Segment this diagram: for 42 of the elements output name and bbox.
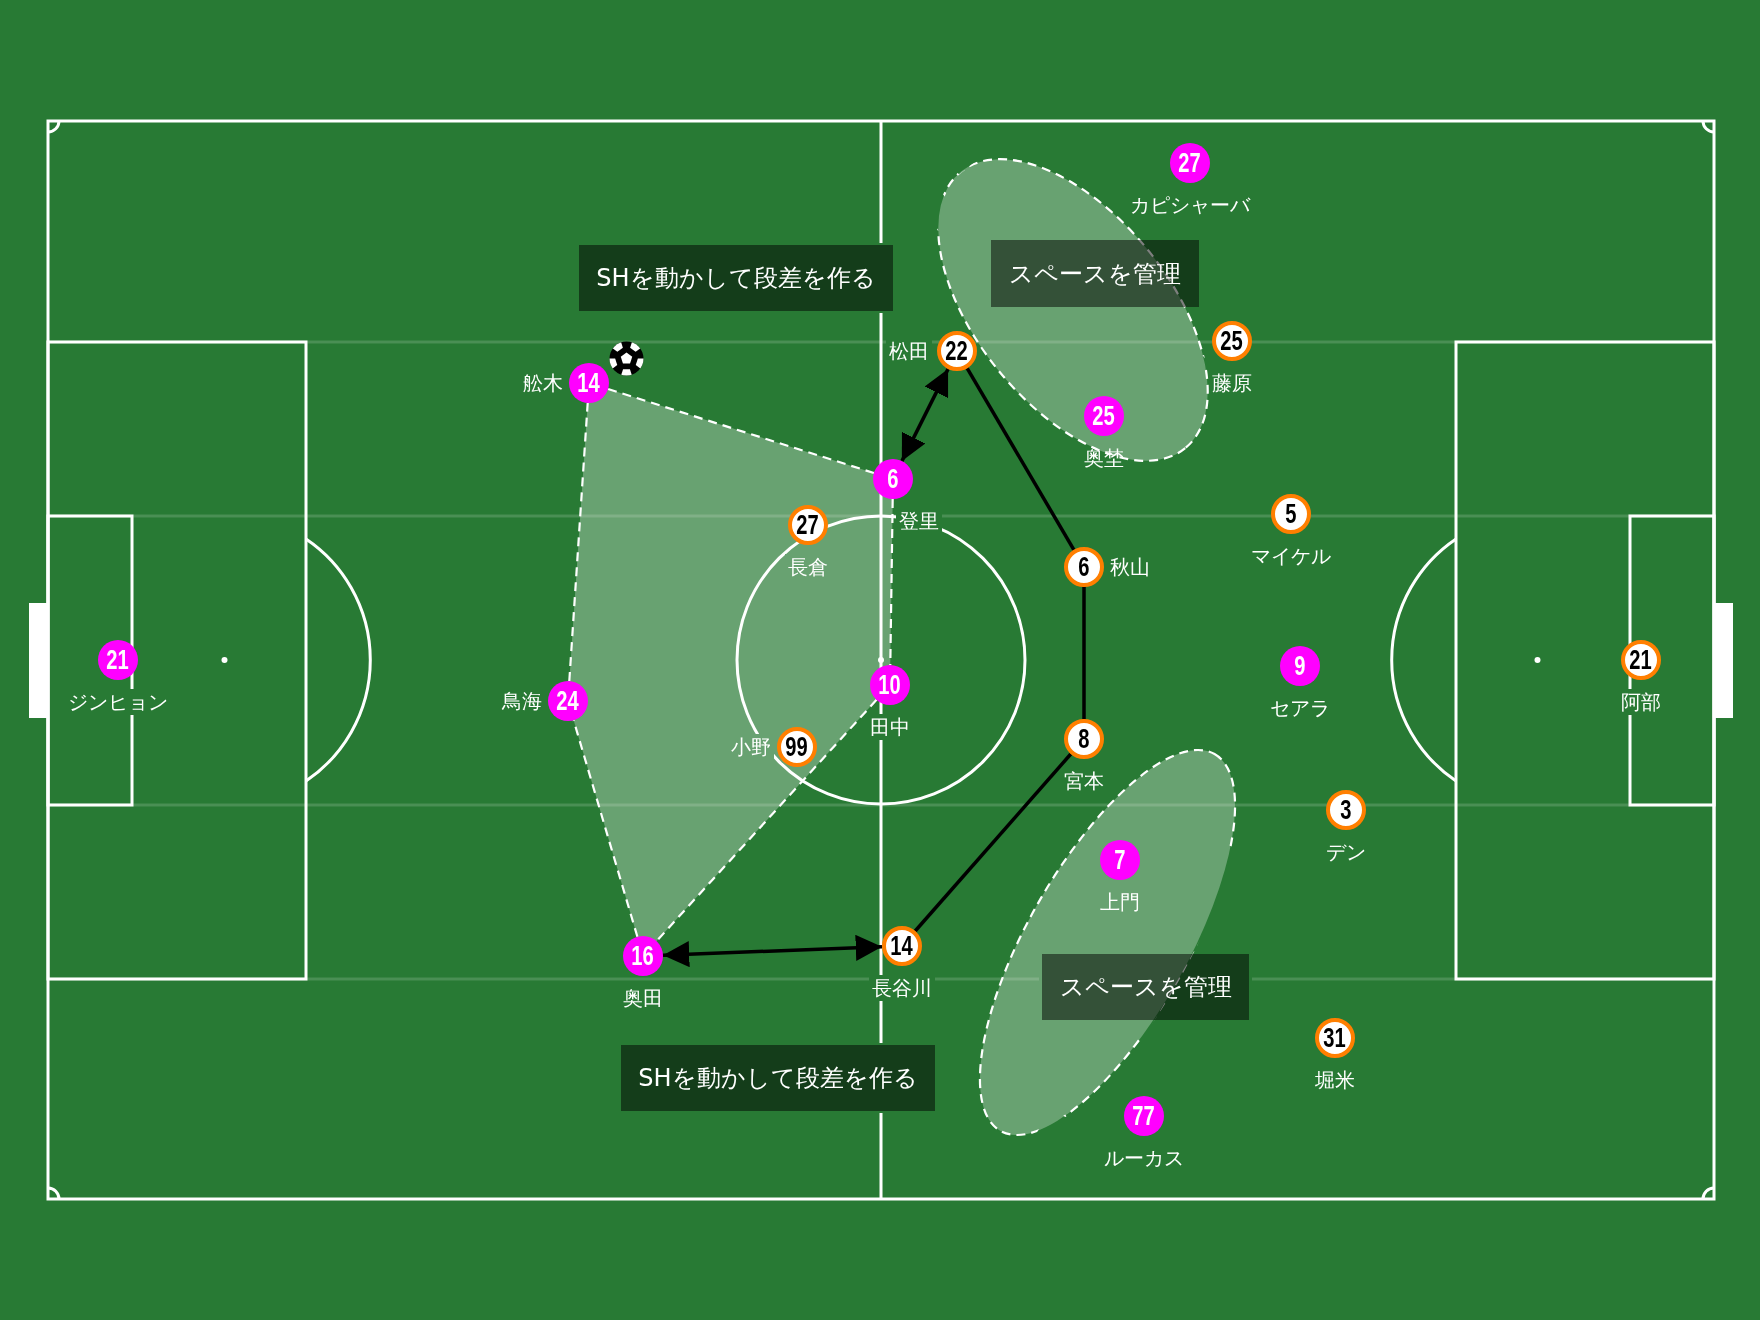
player-marker: 21 <box>98 640 138 680</box>
player-marker: 6 <box>1064 547 1104 587</box>
player-name: 鳥海 <box>502 690 542 712</box>
annotation-box: スペースを管理 <box>991 240 1199 307</box>
player-name: 奥田 <box>623 987 663 1009</box>
player-name: ルーカス <box>1104 1147 1184 1169</box>
player-marker: 77 <box>1124 1096 1164 1136</box>
player-name: 上門 <box>1100 891 1140 913</box>
connector-line <box>913 752 1073 933</box>
player-marker: 14 <box>882 926 922 966</box>
player-marker: 31 <box>1315 1018 1355 1058</box>
player-name: 藤原 <box>1212 372 1252 394</box>
annotation-box: SHを動かして段差を作る <box>579 245 893 311</box>
player-name: デン <box>1326 841 1366 863</box>
player-name: 登里 <box>899 510 939 532</box>
player-marker: 21 <box>1621 640 1661 680</box>
player-name: 秋山 <box>1110 556 1150 578</box>
player-name: 宮本 <box>1064 770 1104 792</box>
player-marker: 3 <box>1326 790 1366 830</box>
player-name: 奥埜 <box>1084 447 1124 469</box>
player-marker: 7 <box>1100 840 1140 880</box>
player-name: 阿部 <box>1621 691 1661 713</box>
player-marker: 9 <box>1280 646 1320 686</box>
player-name: セアラ <box>1270 697 1330 719</box>
connector-line <box>965 367 1076 551</box>
annotation-box: SHを動かして段差を作る <box>621 1045 935 1111</box>
player-marker: 5 <box>1271 494 1311 534</box>
player-name: カピシャーバ <box>1130 194 1250 216</box>
player-marker: 25 <box>1212 321 1252 361</box>
arrow <box>900 368 950 462</box>
player-name: 長谷川 <box>872 977 932 999</box>
player-name: 堀米 <box>1315 1069 1355 1091</box>
player-name: 松田 <box>889 340 929 362</box>
annotation-box: スペースを管理 <box>1042 954 1249 1020</box>
connector-line <box>1082 587 1086 719</box>
player-marker: 25 <box>1084 396 1124 436</box>
player-name: ジンヒョン <box>68 691 168 713</box>
player-marker: 22 <box>937 331 977 371</box>
player-name: 舩木 <box>523 372 563 394</box>
player-marker: 27 <box>1170 143 1210 183</box>
player-name: マイケル <box>1251 545 1331 567</box>
player-marker: 8 <box>1064 719 1104 759</box>
